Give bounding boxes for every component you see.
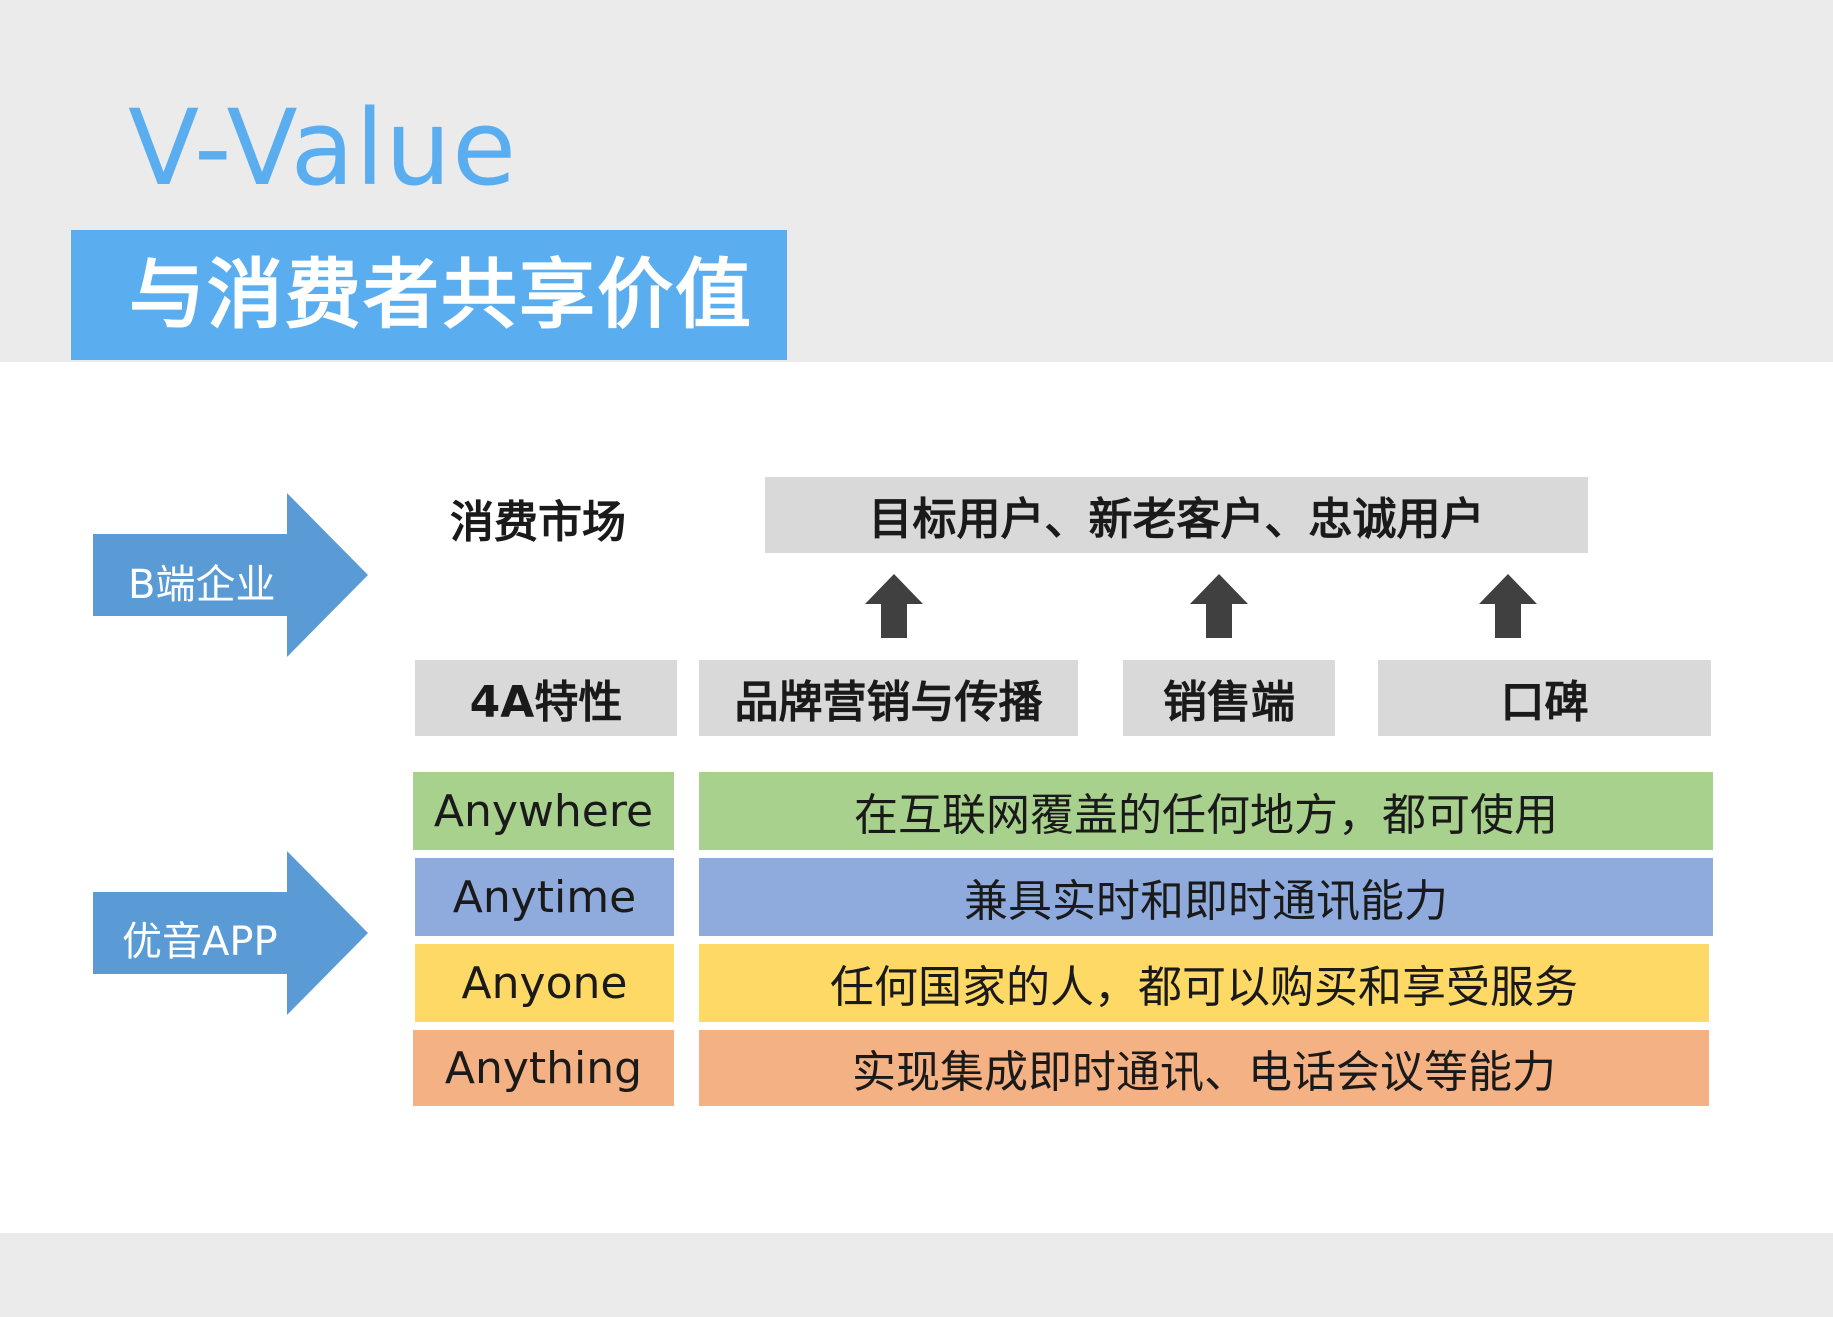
- b-enterprise-label: B端企业: [128, 562, 276, 608]
- feature-anywhere: Anywhere: [413, 772, 674, 850]
- up-arrow-icon: [865, 574, 923, 638]
- description-anytime: 兼具实时和即时通讯能力: [699, 858, 1713, 936]
- feature-anytime: Anytime: [415, 858, 674, 936]
- subtitle-banner: 与消费者共享价值: [71, 230, 787, 360]
- app-label: 优音APP: [122, 919, 278, 965]
- target-users-box: 目标用户、新老客户、忠诚用户: [765, 477, 1588, 553]
- sales-header: 销售端: [1123, 660, 1335, 736]
- feature-anything: Anything: [413, 1030, 674, 1106]
- market-label: 消费市场: [450, 497, 626, 548]
- features-header: 4A特性: [415, 660, 677, 736]
- b-enterprise-arrow: [93, 493, 368, 657]
- up-arrow-icon: [1479, 574, 1537, 638]
- description-anywhere: 在互联网覆盖的任何地方，都可使用: [699, 772, 1713, 850]
- page-subtitle: 与消费者共享价值: [129, 250, 753, 339]
- up-arrow-icon: [1190, 574, 1248, 638]
- description-anyone: 任何国家的人，都可以购买和享受服务: [699, 944, 1709, 1022]
- page-title: V-Value: [128, 87, 518, 209]
- reputation-header: 口碑: [1378, 660, 1711, 736]
- description-anything: 实现集成即时通讯、电话会议等能力: [699, 1030, 1709, 1106]
- feature-anyone: Anyone: [415, 944, 674, 1022]
- app-arrow: [93, 851, 368, 1015]
- branding-header: 品牌营销与传播: [699, 660, 1078, 736]
